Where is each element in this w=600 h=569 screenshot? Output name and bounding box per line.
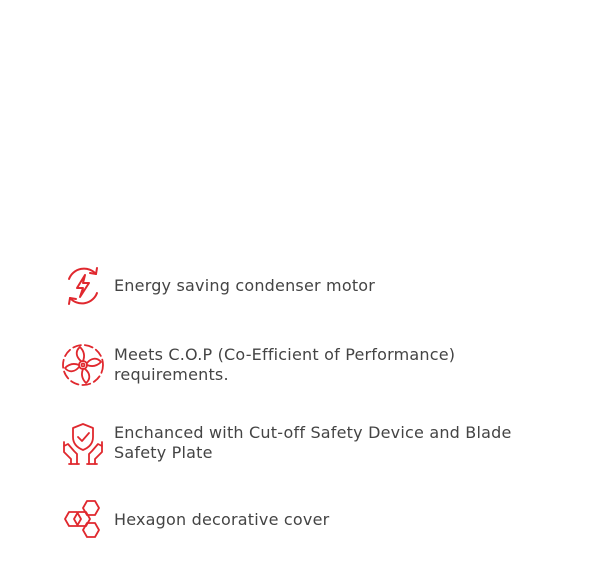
fan-blade-icon bbox=[60, 342, 106, 388]
feature-label: Meets C.O.P (Co-Efficient of Performance… bbox=[114, 345, 456, 384]
feature-label: Enchanced with Cut-off Safety Device and… bbox=[114, 423, 512, 462]
feature-item-cop: Meets C.O.P (Co-Efficient of Performance… bbox=[60, 342, 540, 388]
feature-item-energy-saving: Energy saving condenser motor bbox=[60, 263, 540, 309]
feature-label: Hexagon decorative cover bbox=[114, 510, 330, 529]
hexagon-cover-icon bbox=[60, 497, 106, 543]
energy-saving-icon bbox=[60, 263, 106, 309]
feature-label: Energy saving condenser motor bbox=[114, 276, 376, 295]
feature-item-hexagon-cover: Hexagon decorative cover bbox=[60, 497, 540, 543]
safety-shield-hands-icon bbox=[60, 420, 106, 466]
feature-item-safety-device: Enchanced with Cut-off Safety Device and… bbox=[60, 420, 540, 466]
